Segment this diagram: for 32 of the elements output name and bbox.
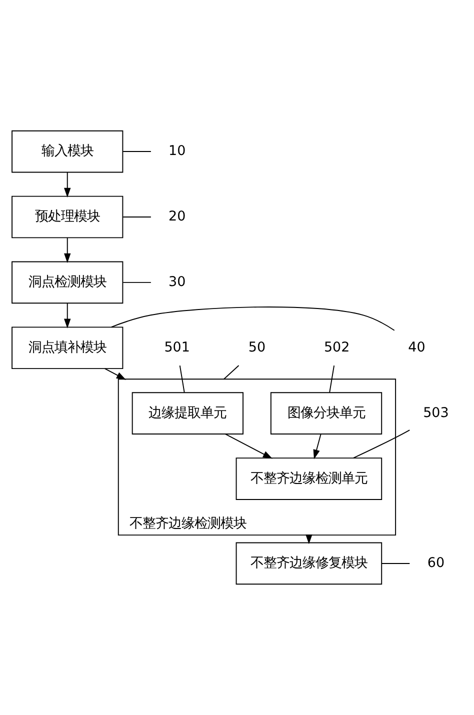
node-box: 预处理模块 — [12, 196, 124, 238]
node-text: 50 — [248, 339, 266, 356]
node-text: 30 — [168, 274, 186, 290]
arrow — [64, 237, 71, 263]
node-box: 不整齐边缘检测单元 — [236, 458, 382, 500]
node-text: 501 — [164, 339, 190, 356]
node-text: 60 — [427, 555, 445, 572]
arrow — [104, 368, 126, 380]
connector — [179, 365, 185, 393]
node-box: 输入模块 — [12, 130, 124, 173]
node-box: 边缘提取单元 — [132, 392, 244, 434]
node-text: 40 — [408, 339, 426, 356]
connector — [122, 151, 152, 152]
node-text: 20 — [168, 208, 186, 225]
node-text: 10 — [168, 143, 186, 160]
node-box: 不整齐边缘修复模块 — [236, 542, 382, 585]
node-box: 图像分块单元 — [270, 392, 382, 434]
connector — [329, 365, 335, 393]
connector — [223, 365, 240, 380]
connector — [353, 430, 410, 458]
arrow — [313, 434, 322, 460]
connector — [122, 282, 152, 283]
arrow — [224, 434, 273, 459]
connector — [110, 306, 395, 331]
arrow — [64, 172, 71, 198]
node-text: 502 — [324, 339, 350, 356]
connector — [381, 562, 410, 564]
connector — [122, 216, 152, 218]
node-text: 503 — [423, 404, 449, 421]
arrow — [64, 302, 71, 328]
node-box: 洞点检测模块 — [12, 261, 124, 304]
node-box: 洞点填补模块 — [12, 326, 124, 370]
